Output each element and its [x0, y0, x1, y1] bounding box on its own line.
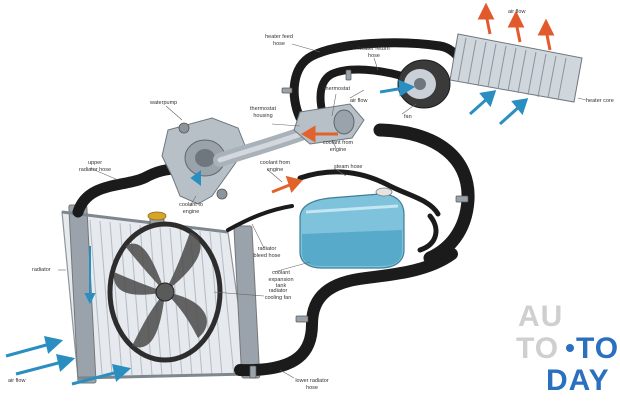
coolant-hot-arrows [271, 125, 338, 194]
label-lower-radiator-hose: lower radiator hose [295, 378, 329, 391]
label-air-flow-bottom: air flow [8, 378, 26, 384]
hot-air-arrows [477, 2, 555, 51]
label-upper-radiator-hose: upper radiator hose [78, 160, 112, 173]
label-thermostat-housing: thermostat housing [250, 106, 276, 119]
watermark-dot-icon [566, 344, 574, 352]
leader-lines [58, 43, 587, 379]
label-fan: fan [404, 114, 412, 120]
label-coolant-expansion-tank: coolant expansion tank [268, 270, 294, 289]
label-heater-core: heater core [586, 98, 614, 104]
label-waterpump: waterpump [150, 100, 178, 106]
radiator-cap [147, 211, 167, 226]
radiator-cooling-fan [107, 221, 223, 363]
label-thermostat: thermostat [324, 86, 350, 92]
thermostat-housing [293, 103, 365, 145]
heater-fan [397, 59, 451, 109]
cold-air-arrows [5, 79, 529, 386]
watermark-to-2: TO [576, 332, 620, 365]
water-pump [161, 117, 247, 205]
watermark-to-1: TO [516, 332, 560, 365]
label-radiator-bleed-hose: radiator bleed hose [253, 246, 281, 259]
label-coolant-from-engine-1: coolant from engine [322, 140, 354, 153]
radiator [61, 204, 261, 384]
coolant-expansion-tank [299, 187, 405, 269]
watermark-au: AU [518, 300, 564, 333]
label-coolant-from-engine-2: coolant from engine [259, 160, 291, 173]
heater-core [449, 33, 583, 103]
label-heater-feed-hose: heater feed hose [265, 34, 293, 47]
label-air-flow-mid: air flow [350, 98, 368, 104]
label-radiator: radiator [32, 267, 51, 273]
coolant-cold-arrows [84, 170, 201, 305]
label-heater-return-hose: heater return hose [358, 46, 390, 59]
watermark-day: DAY [546, 364, 610, 397]
label-air-flow-top: air flow [508, 9, 526, 15]
label-radiator-cooling-fan: radiator cooling fan [264, 288, 292, 301]
label-steam-hose: steam hose [334, 164, 363, 170]
label-coolant-to-engine: coolant to engine [179, 202, 203, 215]
